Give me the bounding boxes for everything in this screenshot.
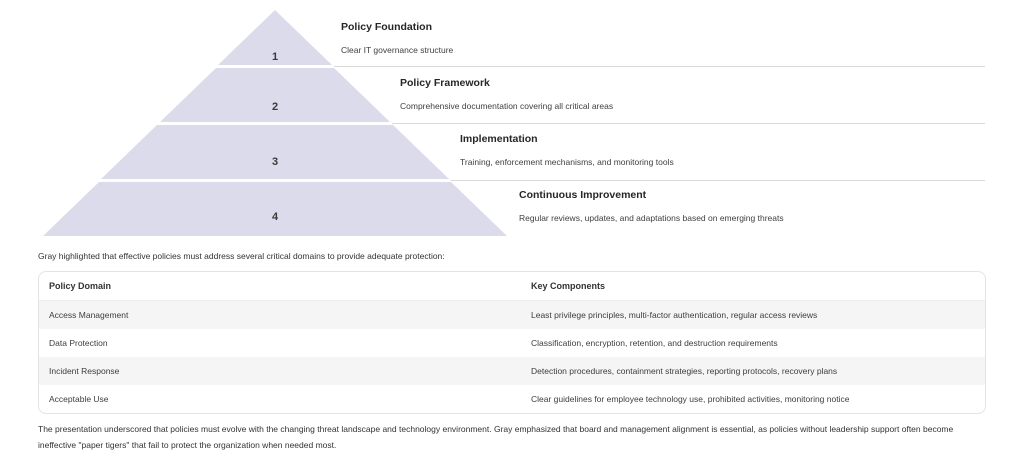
policy-domains-table: Policy Domain Key Components Access Mana… bbox=[38, 271, 986, 414]
pyramid-level-title: Policy Foundation bbox=[341, 21, 432, 33]
column-header-key-components: Key Components bbox=[531, 281, 606, 291]
table-row-acceptable-use: Acceptable Use Clear guidelines for empl… bbox=[39, 385, 985, 413]
pyramid-level-text-4: Continuous Improvement Regular reviews, … bbox=[519, 189, 784, 224]
pyramid-tier-4 bbox=[43, 182, 507, 236]
pyramid-tier-number-4: 4 bbox=[271, 211, 279, 223]
intro-paragraph: Gray highlighted that effective policies… bbox=[38, 251, 445, 261]
pyramid-level-text-2: Policy Framework Comprehensive documenta… bbox=[400, 77, 613, 112]
level-divider-3 bbox=[451, 180, 985, 181]
pyramid-level-description: Clear IT governance structure bbox=[341, 45, 454, 55]
level-divider-1 bbox=[334, 66, 985, 67]
cell-policy-domain: Acceptable Use bbox=[49, 394, 109, 404]
pyramid-level-text-1: Policy Foundation Clear IT governance st… bbox=[341, 21, 453, 56]
cell-key-components: Least privilege principles, multi-factor… bbox=[531, 310, 818, 320]
table-row-data-protection: Data Protection Classification, encrypti… bbox=[39, 329, 985, 357]
cell-key-components: Detection procedures, containment strate… bbox=[531, 366, 838, 376]
cell-policy-domain: Access Management bbox=[49, 310, 129, 320]
pyramid-tier-number-3: 3 bbox=[271, 156, 279, 168]
cell-policy-domain: Incident Response bbox=[49, 366, 120, 376]
table-row-incident-response: Incident Response Detection procedures, … bbox=[39, 357, 985, 385]
pyramid-level-title: Implementation bbox=[460, 133, 538, 145]
table-row-access-management: Access Management Least privilege princi… bbox=[39, 301, 985, 329]
pyramid-tier-3 bbox=[101, 125, 449, 179]
table-header-row: Policy Domain Key Components bbox=[39, 272, 985, 301]
cell-key-components: Classification, encryption, retention, a… bbox=[531, 338, 778, 348]
pyramid-level-description: Regular reviews, updates, and adaptation… bbox=[519, 213, 784, 223]
cell-key-components: Clear guidelines for employee technology… bbox=[531, 394, 850, 404]
pyramid-tier-number-1: 1 bbox=[271, 51, 279, 63]
policy-pyramid-diagram: 1 2 3 4 Policy Foundation Clear IT gover… bbox=[42, 10, 985, 237]
pyramid-level-description: Comprehensive documentation covering all… bbox=[400, 101, 614, 111]
pyramid-level-title: Policy Framework bbox=[400, 77, 490, 89]
column-header-policy-domain: Policy Domain bbox=[49, 281, 112, 291]
closing-paragraph: The presentation underscored that polici… bbox=[38, 424, 954, 450]
pyramid-level-text-3: Implementation Training, enforcement mec… bbox=[460, 133, 674, 168]
level-divider-2 bbox=[392, 123, 985, 124]
pyramid-level-description: Training, enforcement mechanisms, and mo… bbox=[460, 157, 674, 167]
cell-policy-domain: Data Protection bbox=[49, 338, 108, 348]
pyramid-level-title: Continuous Improvement bbox=[519, 189, 647, 201]
pyramid-tier-number-2: 2 bbox=[271, 101, 279, 113]
pyramid-shape: 1 2 3 4 bbox=[42, 10, 508, 237]
